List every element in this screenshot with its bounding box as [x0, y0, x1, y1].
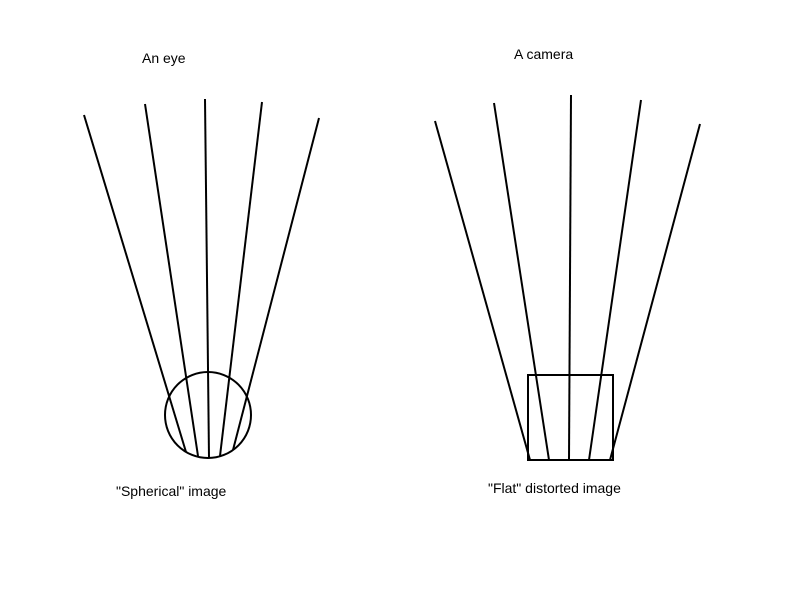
eye-circle [164, 371, 252, 459]
eye-ray-2 [144, 103, 199, 457]
camera-box [527, 374, 614, 461]
camera-ray-3 [568, 94, 572, 461]
camera-ray-1 [434, 120, 531, 461]
eye-panel: An eye "Spherical" image [83, 50, 320, 499]
eye-caption: "Spherical" image [116, 483, 227, 499]
eye-ray-5 [232, 117, 320, 451]
camera-panel: A camera "Flat" distorted image [434, 46, 701, 496]
eye-ray-3 [204, 98, 210, 459]
eye-ray-1 [83, 114, 187, 453]
camera-ray-4 [588, 99, 642, 461]
camera-title: A camera [514, 46, 573, 62]
eye-rays [83, 98, 320, 459]
camera-rays [434, 94, 701, 461]
camera-ray-2 [493, 102, 550, 461]
camera-ray-5 [609, 123, 701, 461]
camera-caption: "Flat" distorted image [488, 480, 621, 496]
eye-ray-4 [219, 101, 263, 457]
eye-title: An eye [142, 50, 186, 66]
